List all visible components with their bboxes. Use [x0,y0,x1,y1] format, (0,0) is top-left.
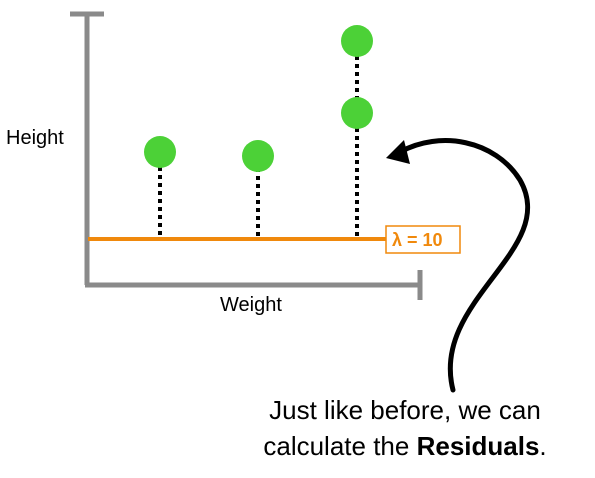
curved-arrow-icon [386,138,530,393]
residuals [158,56,359,238]
point-3 [341,25,373,57]
residuals-term: Residuals [416,431,540,461]
caption-line-2: calculate the Residuals. [220,428,590,464]
point-1 [144,136,176,168]
caption-line-2-suffix: . [539,431,547,461]
caption: Just like before, we can calculate the R… [220,392,590,464]
data-points [144,25,373,172]
lambda-label-box: λ = 10 [385,225,461,254]
point-4 [341,97,373,129]
x-axis-label: Weight [220,294,282,316]
lambda-label: λ = 10 [392,230,443,250]
axes [70,11,423,300]
caption-line-1: Just like before, we can [269,395,541,425]
point-2 [242,140,274,172]
caption-line-2-prefix: calculate the [263,431,417,461]
y-axis-label: Height [6,127,64,149]
